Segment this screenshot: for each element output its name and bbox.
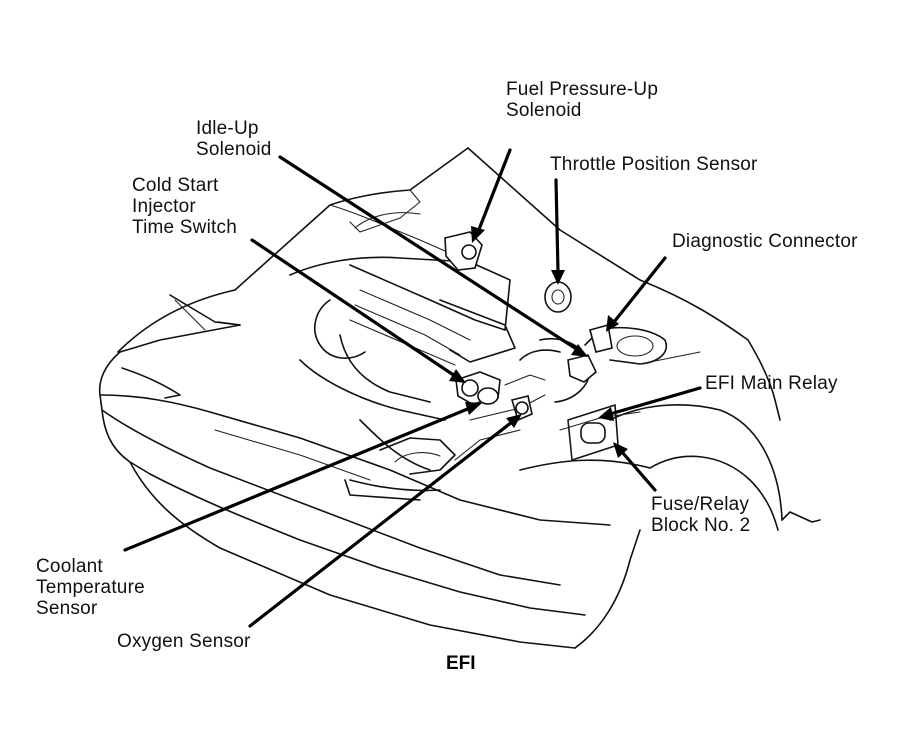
figure-caption: EFI — [446, 653, 476, 674]
leader-diagnostic — [612, 256, 667, 324]
arrow-coolant — [465, 402, 482, 415]
label-oxygen-sensor: Oxygen Sensor — [117, 631, 251, 652]
engine-block — [289, 256, 591, 501]
leader-cold-start — [250, 238, 457, 378]
leader-fuel-pressure-up — [476, 148, 512, 234]
leader-coolant — [123, 406, 472, 552]
label-diagnostic-connector: Diagnostic Connector — [672, 231, 858, 252]
label-efi-main-relay: EFI Main Relay — [705, 373, 838, 394]
label-fuel-pressure-up-solenoid: Fuel Pressure-Up Solenoid — [506, 79, 659, 121]
label-coolant-temperature-sensor: Coolant Temperature Sensor — [36, 556, 145, 619]
arrow-diagnostic — [606, 315, 619, 332]
label-cold-start-injector-time-switch: Cold Start Injector Time Switch — [132, 175, 237, 238]
label-throttle-position-sensor: Throttle Position Sensor — [550, 154, 758, 175]
left-headlight — [119, 294, 241, 399]
front-fascia — [98, 351, 641, 649]
label-idle-up-solenoid: Idle-Up Solenoid — [196, 118, 272, 160]
arrow-fuel-pressure-up — [471, 226, 485, 243]
leader-efi-main-relay — [608, 386, 702, 416]
leader-lines — [123, 148, 702, 628]
arrow-efi-main-relay — [598, 407, 614, 421]
leader-fuse-relay — [620, 450, 657, 492]
arrow-oxygen — [506, 414, 522, 428]
component-parts — [444, 231, 613, 422]
label-fuse-relay-block-no2: Fuse/Relay Block No. 2 — [651, 494, 751, 536]
arrow-throttle-position — [551, 270, 565, 285]
leader-idle-up — [278, 155, 580, 352]
leader-oxygen — [248, 420, 514, 628]
arrow-idle-up — [571, 344, 588, 357]
arrow-fuse-relay — [613, 442, 628, 458]
leader-throttle-position — [554, 178, 560, 274]
arrow-cold-start — [449, 369, 466, 383]
